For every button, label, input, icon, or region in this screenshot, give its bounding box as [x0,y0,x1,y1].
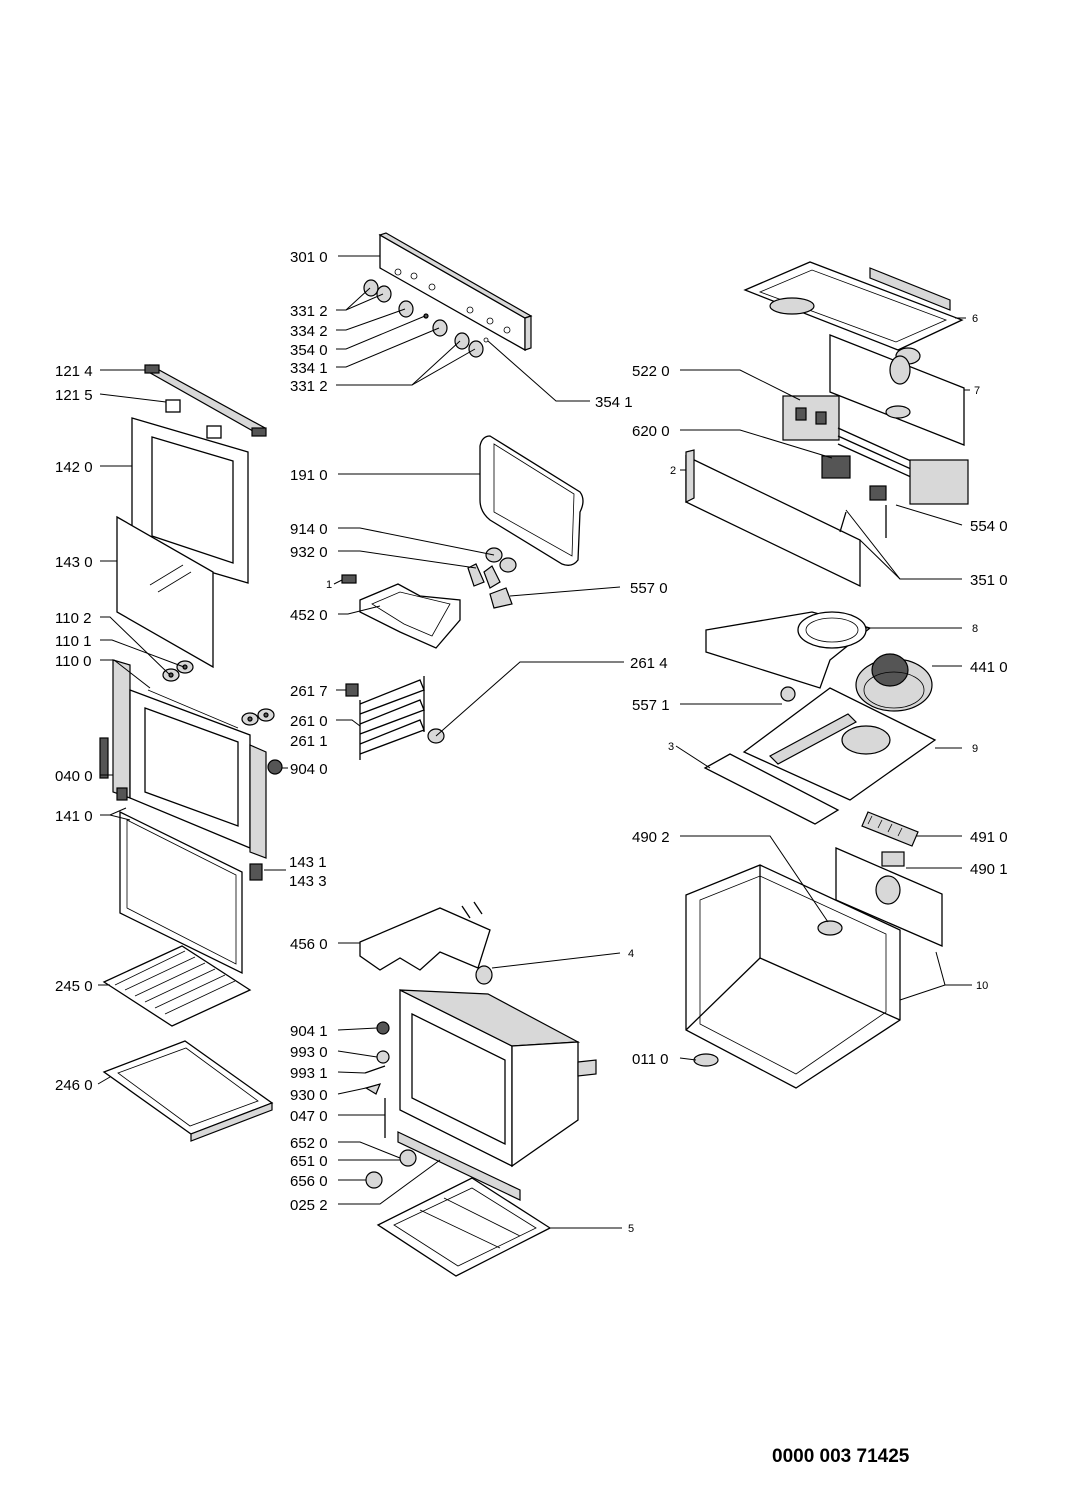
label-2: 2 [670,465,676,477]
label-652-0: 652 0 [290,1135,328,1152]
label-143-3: 143 3 [289,873,327,890]
label-441-0: 441 0 [970,659,1008,676]
label-121-4: 121 4 [55,363,93,380]
label-491-0: 491 0 [970,829,1008,846]
label-143-1: 143 1 [289,854,327,871]
label-914-0: 914 0 [290,521,328,538]
front-strip [703,753,840,825]
label-932-0: 932 0 [290,544,328,561]
label-7: 7 [974,385,980,397]
label-10: 10 [976,980,988,992]
outer-door [99,659,283,881]
door-gasket [479,435,584,566]
lamp-cover [475,965,493,985]
programmer-module [782,395,969,505]
baking-tray [102,1040,274,1142]
label-993-0: 993 0 [290,1044,328,1061]
fan-motor [855,653,933,712]
control-panel [378,232,533,352]
bottom-heating-element [359,901,491,971]
label-1: 1 [326,579,332,591]
terminal-block [861,811,919,847]
outer-housing [685,864,901,1089]
label-110-0: 110 0 [55,653,91,670]
label-904-1: 904 1 [290,1023,328,1040]
label-334-1: 334 1 [290,360,328,377]
label-456-0: 456 0 [290,936,328,953]
bottom-panel [376,1177,552,1277]
label-452-0: 452 0 [290,607,328,624]
label-522-0: 522 0 [632,363,670,380]
label-191-0: 191 0 [290,467,328,484]
label-993-1: 993 1 [290,1065,328,1082]
label-930-0: 930 0 [290,1087,328,1104]
back-panel [742,687,937,801]
oven-cavity [399,988,597,1168]
document-number: 0000 003 71425 [772,1446,910,1467]
label-245-0: 245 0 [55,978,93,995]
label-047-0: 047 0 [290,1108,328,1125]
part-labels: 301 0 331 2 334 2 354 0 334 1 331 2 354 … [55,249,1008,1235]
label-557-0: 557 0 [630,580,668,597]
label-354-1: 354 1 [595,394,633,411]
label-904-0: 904 0 [290,761,328,778]
leader-lines [97,255,972,1229]
label-261-4: 261 4 [630,655,668,672]
label-261-0: 261 0 [290,713,328,730]
label-040-0: 040 0 [55,768,93,785]
label-011-0: 011 0 [632,1051,668,1068]
grill-element [341,547,517,649]
label-334-2: 334 2 [290,323,328,340]
label-554-0: 554 0 [970,518,1008,535]
wire-shelf [102,945,252,1027]
door-glass [116,515,214,669]
foot [693,1053,719,1067]
mounting-rail [685,449,887,588]
label-6: 6 [972,313,978,325]
rear-bracket [829,334,965,446]
label-246-0: 246 0 [55,1077,93,1094]
label-331-2a: 331 2 [290,303,328,320]
label-121-5: 121 5 [55,387,93,404]
small-fittings [364,1021,521,1201]
knobs [363,279,484,358]
label-110-2: 110 2 [55,610,91,627]
label-261-1: 261 1 [290,733,328,750]
label-8: 8 [972,623,978,635]
label-490-2: 490 2 [632,829,670,846]
label-620-0: 620 0 [632,423,670,440]
label-331-2b: 331 2 [290,378,328,395]
label-4: 4 [628,948,634,960]
label-025-2: 025 2 [290,1197,328,1214]
label-651-0: 651 0 [290,1153,328,1170]
label-351-0: 351 0 [970,572,1008,589]
label-5: 5 [628,1223,634,1235]
label-143-0: 143 0 [55,554,93,571]
thermostat-sensor [780,686,796,702]
label-490-1: 490 1 [970,861,1008,878]
label-354-0: 354 0 [290,342,328,359]
fan-cover-plate [705,611,872,689]
label-9: 9 [972,743,978,755]
label-301-0: 301 0 [290,249,328,266]
side-bracket-panel [835,847,943,947]
top-cover [743,261,964,365]
label-110-1: 110 1 [55,633,91,650]
door-seal-frame [119,810,243,975]
label-141-0: 141 0 [55,808,93,825]
label-261-7: 261 7 [290,683,328,700]
label-142-0: 142 0 [55,459,93,476]
shelf-supports [345,676,445,760]
label-3: 3 [668,741,674,753]
label-557-1: 557 1 [632,697,670,714]
label-656-0: 656 0 [290,1173,328,1190]
door-top-trim [144,364,267,439]
